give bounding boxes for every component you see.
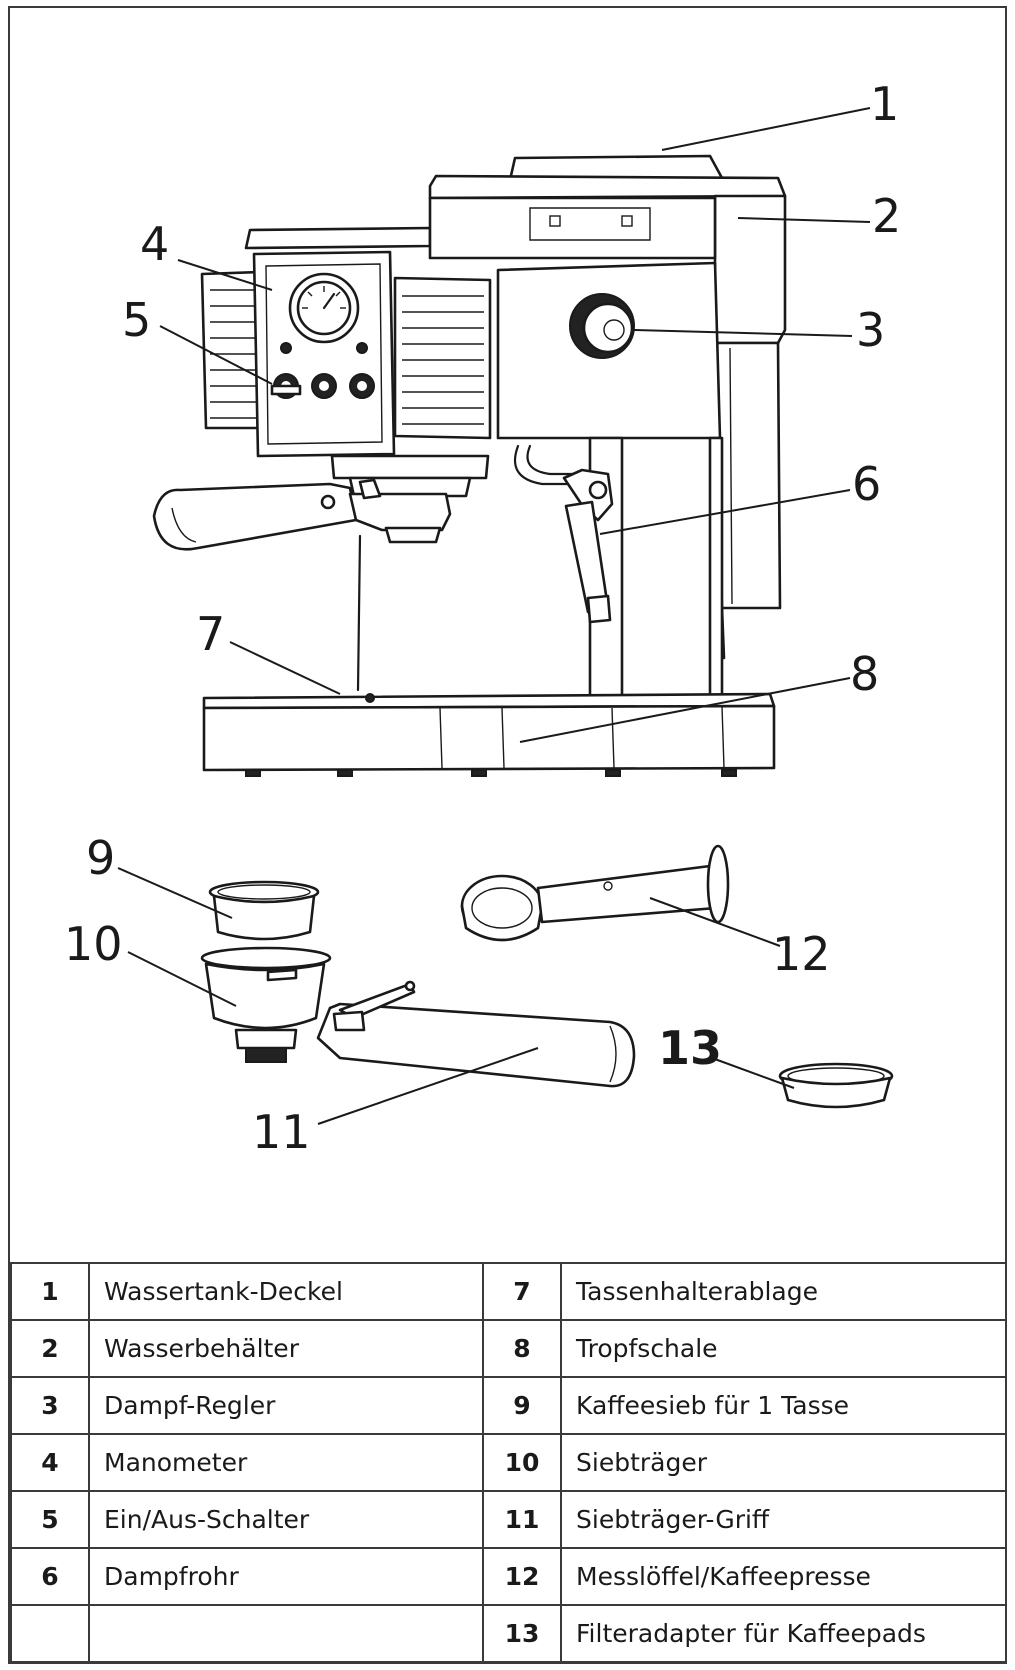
portafilter (200, 946, 332, 1063)
legend-row: 4 Manometer 10 Siebträger (10, 1433, 1007, 1492)
pad-filter-adapter (778, 1062, 894, 1109)
machine-body (200, 196, 724, 700)
legend-number: 7 (482, 1262, 562, 1321)
parts-legend-table: 1 Wassertank-Deckel 7 Tassenhalterablage… (10, 1262, 1007, 1663)
callout-11: 11 (252, 1105, 311, 1159)
leader-lines (117, 107, 871, 1125)
legend-number: 6 (10, 1547, 90, 1606)
steam-knob (569, 293, 635, 359)
callout-13: 13 (658, 1021, 722, 1075)
callout-numbers: 1 2 3 4 5 6 7 8 9 10 11 12 13 (64, 77, 901, 1159)
filter-basket-single (208, 880, 320, 941)
legend-number: 2 (10, 1319, 90, 1378)
legend-label: Kaffeesieb für 1 Tasse (560, 1376, 1007, 1435)
water-tank-lid (428, 154, 787, 200)
attached-portafilter (152, 478, 452, 551)
callout-7: 7 (196, 607, 225, 661)
legend-number: 3 (10, 1376, 90, 1435)
callout-3: 3 (856, 303, 885, 357)
legend-number: 5 (10, 1490, 90, 1549)
legend-label: Tassenhalterablage (560, 1262, 1007, 1321)
espresso-machine-diagram: 1 2 3 4 5 6 7 8 9 10 11 12 13 (10, 8, 1005, 1258)
legend-label: Dampf-Regler (88, 1376, 484, 1435)
legend-row: 13 Filteradapter für Kaffeepads (10, 1604, 1007, 1663)
legend-row: 5 Ein/Aus-Schalter 11 Siebträger-Griff (10, 1490, 1007, 1549)
portafilter-handle (316, 980, 636, 1088)
callout-12: 12 (772, 927, 831, 981)
callout-5: 5 (122, 293, 151, 347)
legend-label: Dampfrohr (88, 1547, 484, 1606)
callout-4: 4 (140, 217, 169, 271)
legend-number: 8 (482, 1319, 562, 1378)
callout-2: 2 (872, 189, 901, 243)
legend-label: Manometer (88, 1433, 484, 1492)
legend-number (10, 1604, 90, 1663)
legend-number: 12 (482, 1547, 562, 1606)
water-tank (713, 194, 787, 660)
legend-label: Siebträger-Griff (560, 1490, 1007, 1549)
legend-label: Siebträger (560, 1433, 1007, 1492)
legend-row: 6 Dampfrohr 12 Messlöffel/Kaffeepresse (10, 1547, 1007, 1606)
manometer (280, 272, 368, 354)
callout-10: 10 (64, 917, 123, 971)
legend-label (88, 1604, 484, 1663)
measuring-spoon-tamper (460, 844, 730, 942)
steam-wand (562, 468, 614, 624)
callout-6: 6 (852, 457, 881, 511)
legend-label: Messlöffel/Kaffeepresse (560, 1547, 1007, 1606)
legend-number: 4 (10, 1433, 90, 1492)
legend-row: 1 Wassertank-Deckel 7 Tassenhalterablage (10, 1262, 1007, 1321)
drip-tray (202, 692, 776, 777)
callout-9: 9 (86, 831, 115, 885)
power-switches (270, 373, 375, 399)
legend-number: 13 (482, 1604, 562, 1663)
legend-row: 2 Wasserbehälter 8 Tropfschale (10, 1319, 1007, 1378)
legend-row: 3 Dampf-Regler 9 Kaffeesieb für 1 Tasse (10, 1376, 1007, 1435)
legend-number: 1 (10, 1262, 90, 1321)
legend-label: Wassertank-Deckel (88, 1262, 484, 1321)
legend-number: 9 (482, 1376, 562, 1435)
legend-label: Tropfschale (560, 1319, 1007, 1378)
legend-label: Filteradapter für Kaffeepads (560, 1604, 1007, 1663)
legend-number: 11 (482, 1490, 562, 1549)
legend-number: 10 (482, 1433, 562, 1492)
legend-label: Wasserbehälter (88, 1319, 484, 1378)
diagram-frame (8, 6, 1007, 1664)
callout-8: 8 (850, 647, 879, 701)
callout-1: 1 (870, 77, 899, 131)
legend-label: Ein/Aus-Schalter (88, 1490, 484, 1549)
